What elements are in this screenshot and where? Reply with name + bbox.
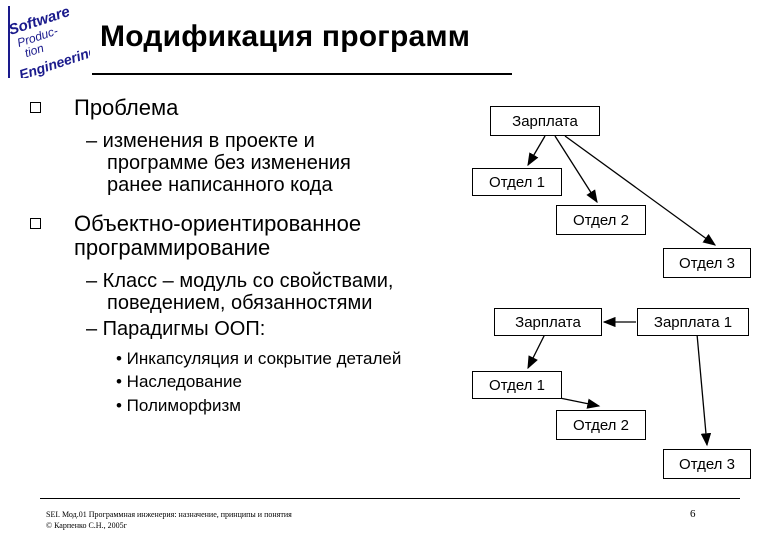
sub-item-line: поведением, обязанностями	[107, 292, 373, 314]
box-salary: Зарплата	[494, 308, 602, 336]
footer-course: SEI. Мод.01 Программная инженерия: назна…	[46, 510, 292, 519]
subsub-item: • Полиморфизм	[116, 396, 241, 415]
box-salary: Зарплата	[490, 106, 600, 136]
box-salary1: Зарплата 1	[637, 308, 749, 336]
arrow-root1-to-dept3	[696, 333, 712, 447]
box-dept2: Отдел 2	[556, 205, 646, 235]
title-underline	[92, 73, 512, 75]
subsub-item: • Наследование	[116, 372, 242, 391]
sub-item-line: – изменения в проекте и	[86, 130, 315, 152]
logo-rule	[8, 6, 10, 78]
sub-item-line: программе без изменения	[107, 152, 351, 174]
box-dept2: Отдел 2	[556, 410, 646, 440]
svg-text:tion: tion	[23, 41, 46, 60]
footer-copyright: © Карпенко С.Н., 2005г	[46, 521, 127, 530]
box-dept1: Отдел 1	[472, 371, 562, 399]
sub-item-line: – Парадигмы ООП:	[86, 318, 266, 340]
arrow-root-to-dept1	[527, 333, 546, 370]
bullet-square-icon	[30, 102, 41, 113]
bullet-oop-line2: программирование	[74, 235, 271, 260]
bullet-oop: Объектно-ориентированное	[74, 211, 362, 236]
box-dept1: Отдел 1	[472, 168, 562, 196]
page-number: 6	[690, 508, 696, 520]
subsub-item: • Инкапсуляция и сокрытие деталей	[116, 349, 402, 368]
arrow-root-to-dept1	[527, 135, 546, 167]
sub-item-line: ранее написанного кода	[107, 174, 333, 196]
arrow-root-to-dept2	[554, 135, 598, 204]
box-dept3: Отдел 3	[663, 449, 751, 479]
logo-icon: Software Produc- tion Engineering	[7, 4, 90, 78]
sub-item-line: – Класс – модуль со свойствами,	[86, 270, 394, 292]
arrow-root-to-dept3	[564, 135, 717, 246]
bullet-square-icon	[30, 218, 41, 229]
page-title: Модификация программ	[100, 20, 471, 53]
box-dept3: Отдел 3	[663, 248, 751, 278]
footer-rule	[40, 498, 740, 499]
bullet-problem: Проблема	[74, 95, 179, 120]
